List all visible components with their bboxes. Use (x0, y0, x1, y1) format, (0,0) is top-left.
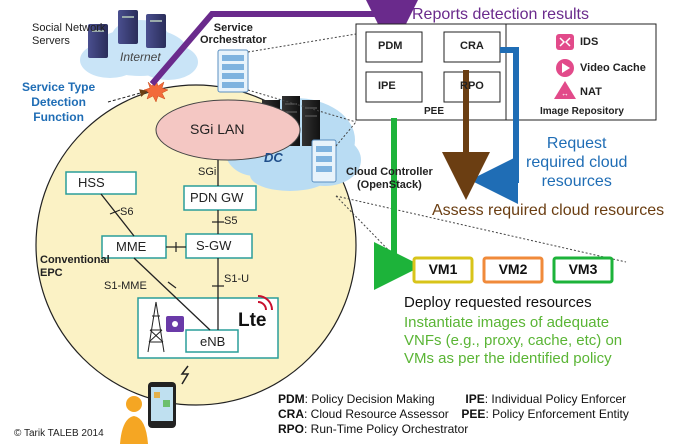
social-network-servers-label: Social Network Servers (32, 22, 106, 47)
svg-text:↔: ↔ (561, 89, 569, 98)
pdn-gw-label: PDN GW (190, 190, 244, 205)
image-repository-label: Image Repository (540, 106, 624, 117)
user-icon (120, 396, 148, 444)
sgi-lan-label: SGi LAN (190, 121, 245, 137)
cloud-controller-label: Cloud Controller (OpenStack) (346, 166, 433, 191)
request-resources-label: Request required cloud resources (526, 135, 628, 190)
service-type-detection-label: Service Type Detection Function (22, 80, 96, 124)
vm2-box (482, 256, 544, 284)
pee-label: PEE (424, 106, 445, 117)
legend-cra-val: : Cloud Resource Assessor (304, 407, 449, 421)
vm2-label: VM2 (498, 261, 528, 277)
legend-pdm-val: : Policy Decision Making (304, 392, 435, 406)
deploy-label: Deploy requested resources (404, 294, 592, 311)
internet-label: Internet (120, 50, 161, 64)
cra-label: CRA (460, 40, 484, 52)
nat-icon: ↔ (554, 81, 576, 99)
video-cache-label: Video Cache (580, 62, 646, 74)
legend-ipe-val: : Individual Policy Enforcer (484, 392, 627, 406)
copyright-label: © Tarik TALEB 2014 (14, 428, 104, 439)
s5-label: S5 (224, 215, 238, 227)
deploy-arrow (374, 118, 422, 290)
sgi-lan-ellipse (155, 99, 301, 161)
lte-signal-icon (257, 295, 273, 311)
cell-tower-icon (147, 301, 165, 353)
legend-rpo-key: RPO (278, 422, 305, 436)
wireless-link-icon (180, 365, 190, 385)
reports-detection-label: Reports detection results (412, 6, 589, 23)
cloud-controller-icon (311, 139, 337, 183)
legend-pee-val: : Policy Enforcement Entity (485, 407, 629, 421)
service-orchestrator-icon (217, 49, 249, 93)
image-repository-box (505, 23, 657, 121)
vm1-box (412, 256, 474, 284)
enb-label: eNB (200, 334, 226, 349)
hss-label: HSS (78, 175, 105, 190)
legend-pee-key: PEE (461, 407, 486, 421)
legend-ipe-key: IPE (465, 392, 485, 406)
sgi-label: SGi (198, 166, 217, 178)
reports-arrow (149, 0, 422, 86)
assess-resources-label: Assess required cloud resources (432, 202, 665, 219)
legend-rpo-val: : Run-Time Policy Orchestrator (304, 422, 469, 436)
ipe-label: IPE (378, 80, 396, 92)
rpo-label: RPO (460, 80, 484, 92)
ids-icon (556, 34, 574, 50)
legend-cra-key: CRA (278, 407, 304, 421)
mme-label: MME (116, 239, 147, 254)
vm3-label: VM3 (568, 261, 598, 277)
video-cache-icon (556, 59, 574, 77)
s1u-label: S1-U (224, 273, 250, 285)
s1mme-label: S1-MME (104, 280, 147, 292)
request-arrow (470, 47, 519, 204)
conventional-epc-label: Conventional EPC (40, 254, 110, 279)
nat-label: NAT (580, 86, 602, 98)
service-orchestrator-label: Service Orchestrator (200, 22, 267, 46)
legend: PDM: Policy Decision Making IPE: Individ… (278, 392, 629, 437)
dc-label: DC (264, 150, 283, 165)
vm1-label: VM1 (428, 261, 458, 277)
instantiate-label: Instantiate images of adequate VNFs (e.g… (404, 314, 623, 367)
lte-logo: Lte (238, 310, 267, 331)
s6-label: S6 (120, 206, 134, 218)
vm3-box (552, 256, 614, 284)
legend-pdm-key: PDM (278, 392, 305, 406)
pdm-label: PDM (378, 40, 403, 52)
ids-label: IDS (580, 36, 599, 48)
sgw-label: S-GW (196, 238, 232, 253)
social-server-icon (88, 10, 166, 58)
smartphone-icon (148, 382, 176, 428)
